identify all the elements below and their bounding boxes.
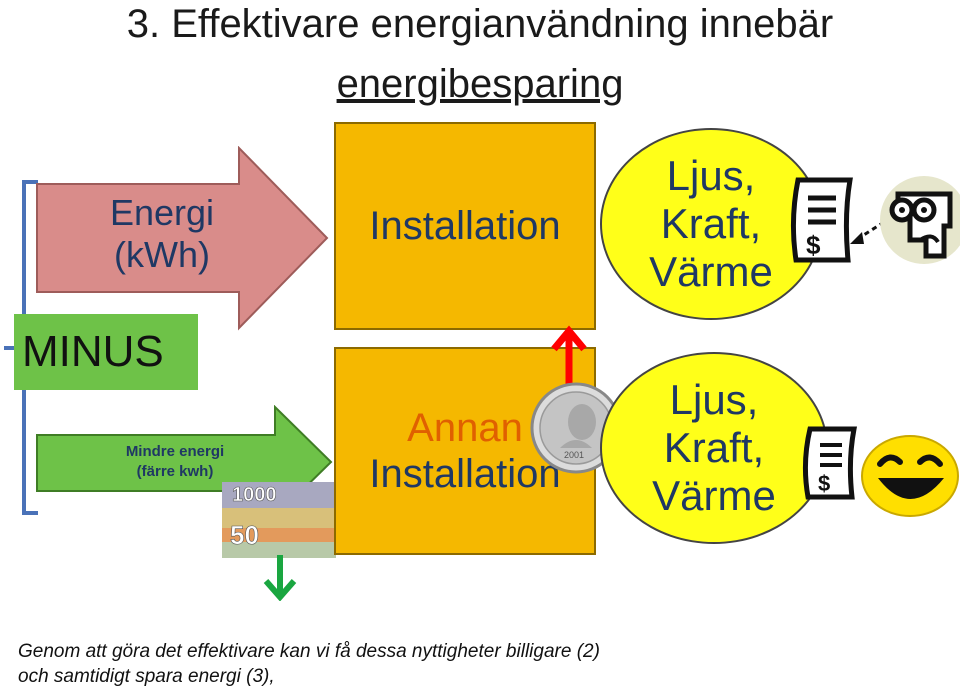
coin-year: 2001 [564,450,584,460]
coin-image: 2001 [530,382,622,474]
light-power-heat-circle-bottom: Ljus, Kraft, Värme [600,352,828,544]
slide-title-line1: 3. Effektivare energianvändning innebär [126,2,834,46]
installation-box: Installation [334,122,596,330]
light-power-heat-circle-top: Ljus, Kraft, Värme [600,128,822,320]
down-arrow-icon [263,555,297,601]
banknote-50: 50 [230,520,259,550]
circle-bottom-line2: Kraft, [663,424,765,471]
energy-arrow-label-line1: Energi [109,192,215,233]
footer-line1: Genom att göra det effektivare kan vi få… [18,641,600,662]
happy-face-icon [861,435,959,517]
other-installation-line2: Installation [369,452,561,496]
circle-bottom-line3: Värme [652,472,776,519]
bill-icon: $ [790,177,853,263]
circle-top-line2: Kraft, [660,200,762,247]
banknote-1000: 1000 [232,484,277,506]
less-energy-label-line2: (färre kwh) [136,463,214,480]
footer-line2: och samtidigt spara energi (3), [18,666,275,687]
energy-arrow-label: Energi (kWh) [92,192,232,276]
worried-face-icon [880,176,960,264]
circle-top-line3: Värme [649,248,773,295]
slide-title-line2: energibesparing [336,62,624,106]
installation-label: Installation [369,203,561,248]
other-installation-line1: Annan [407,406,523,450]
minus-label: MINUS [14,314,198,390]
circle-top-line1: Ljus, [666,152,756,199]
circle-bottom-line1: Ljus, [669,376,759,423]
bill-dollar-top: $ [806,230,821,260]
less-energy-label-line1: Mindre energi [125,443,225,460]
banknotes-image: 1000 50 [222,482,336,558]
bill-icon-small: $ [802,426,858,500]
energy-arrow [36,146,329,331]
energy-arrow-label-line2: (kWh) [114,234,210,275]
dashed-arrow-icon [850,220,885,244]
less-energy-arrow-label: Mindre energi (färre kwh) [95,442,255,482]
bill-dollar-bottom: $ [818,471,830,496]
